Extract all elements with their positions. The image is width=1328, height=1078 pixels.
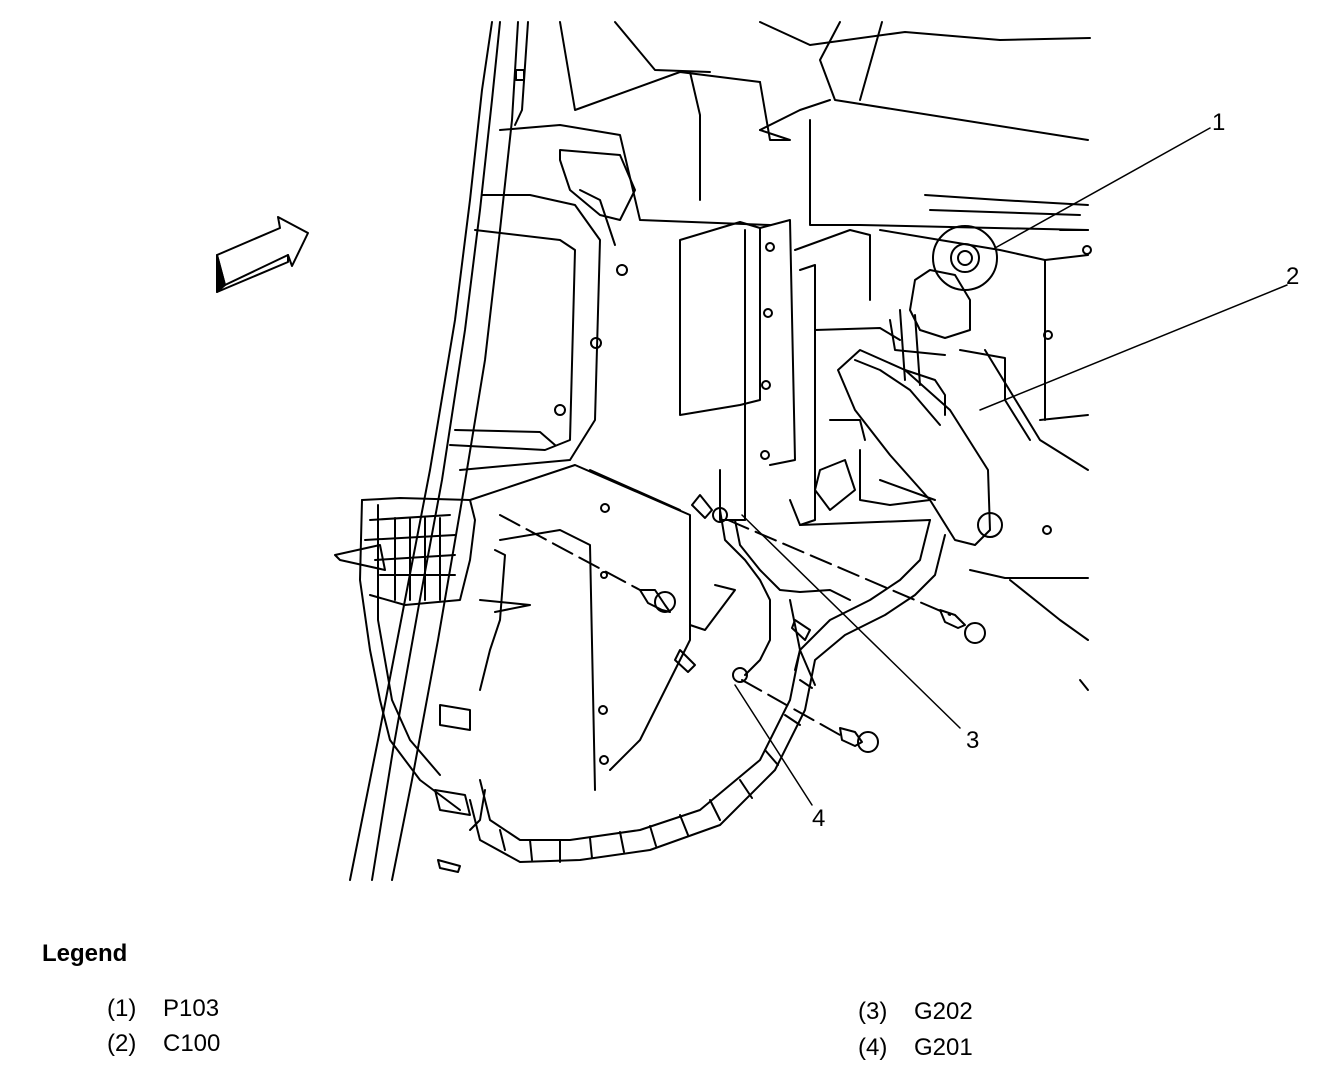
callout-leaders [734, 127, 1288, 806]
front-direction-arrow-icon [216, 216, 309, 293]
door-panel [449, 124, 771, 471]
c100-connector [814, 309, 1003, 546]
legend-number: (3) [858, 998, 888, 1025]
bolts [499, 514, 986, 753]
right-frame [789, 229, 1092, 691]
legend-label: P103 [163, 995, 220, 1022]
center-panel [679, 219, 796, 521]
legend-label: G201 [914, 1034, 973, 1061]
legend-number: (2) [107, 1030, 137, 1057]
callout-1: 1 [1212, 109, 1225, 136]
callout-2: 2 [1286, 263, 1299, 290]
legend-item-4: (4) G201 [858, 1034, 973, 1062]
wiring-harness-left [334, 497, 531, 873]
pillar-trim [349, 21, 529, 881]
vehicle-interior-diagram: 1 2 3 4 [216, 21, 1299, 881]
bracket-panel [469, 464, 691, 791]
legend-item-2: (2) C100 [107, 1030, 220, 1058]
legend-number: (4) [858, 1034, 888, 1061]
legend-item-1: (1) P103 [107, 995, 219, 1023]
ground-wires [674, 494, 851, 686]
legend-label: C100 [163, 1030, 221, 1057]
legend-title: Legend [42, 940, 128, 967]
upper-body-panels [559, 21, 1091, 231]
wiring-harness-lower [469, 519, 946, 863]
p103-connector [909, 225, 998, 339]
callout-3: 3 [966, 727, 979, 754]
legend-label: G202 [914, 998, 973, 1025]
legend-number: (1) [107, 995, 137, 1022]
legend-item-3: (3) G202 [858, 998, 973, 1026]
callout-4: 4 [812, 805, 825, 832]
